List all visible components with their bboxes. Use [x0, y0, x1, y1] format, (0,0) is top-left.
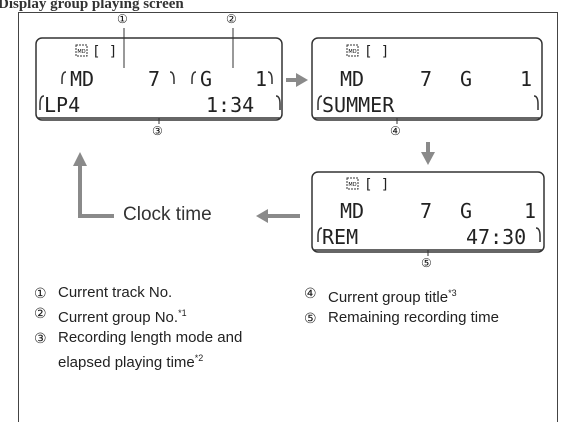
display-diagram: MD [ ] MD 7 G 1 LP4 1:34 MD [ ] MD 7 G 1	[35, 28, 545, 256]
figure-frame	[18, 12, 558, 422]
lcd3-group-number: 1	[524, 199, 536, 223]
lcd1-group-number: 1	[255, 67, 267, 91]
lcd3-rem-label: REM	[322, 225, 358, 249]
lcd3-remaining-time: 47:30	[466, 225, 526, 249]
legend-item: ① Current track No.	[34, 284, 173, 301]
footnote-mark: *3	[448, 288, 457, 298]
footnote-mark: *1	[178, 308, 187, 318]
clock-time-label: Clock time	[123, 204, 212, 225]
lcd-display-3: MD [ ] MD 7 G 1 REM 47:30	[311, 171, 545, 256]
lcd2-track-number: 7	[420, 67, 432, 91]
arrow-down-icon	[421, 142, 435, 165]
return-arrow-icon	[73, 152, 114, 218]
svg-text:MD: MD	[348, 182, 356, 188]
bracket-icon: [ ]	[92, 44, 117, 60]
legend-item: ⑤ Remaining recording time	[304, 309, 499, 326]
lcd1-elapsed-time: 1:34	[206, 93, 254, 117]
callout-5: ⑤	[421, 256, 432, 270]
arrow-left-icon	[256, 209, 300, 223]
lcd2-group-number: 1	[520, 67, 532, 91]
arrow-right-icon	[286, 73, 308, 87]
bracket-icon: [ ]	[364, 177, 389, 193]
lcd2-group-title: SUMMER	[322, 93, 395, 117]
legend-left: ① Current track No. ② Current group No.*…	[34, 283, 289, 373]
callout-4: ④	[390, 124, 401, 138]
md-icon: MD	[75, 44, 88, 57]
legend-item: ④ Current group title*3	[304, 285, 457, 306]
md-icon: MD	[346, 177, 359, 190]
header-fragment: Display group playing screen	[0, 0, 184, 12]
svg-text:MD: MD	[348, 49, 356, 55]
lcd3-track-number: 7	[420, 199, 432, 223]
callout-3: ③	[152, 124, 163, 138]
lcd3-md: MD	[340, 199, 364, 223]
lcd3-g: G	[460, 199, 472, 223]
bracket-icon: [ ]	[364, 44, 389, 60]
legend-right: ④ Current group title*3 ⑤ Remaining reco…	[304, 283, 554, 328]
callout-1: ①	[117, 12, 128, 26]
footnote-mark: *2	[194, 353, 204, 363]
lcd1-md: MD	[70, 67, 94, 91]
svg-text:MD: MD	[77, 49, 85, 55]
lcd1-track-number: 7	[148, 67, 160, 91]
lcd2-g: G	[460, 67, 472, 91]
legend-item: ③ Recording length mode and elapsed play…	[34, 329, 243, 371]
lcd-display-1: MD [ ] MD 7 G 1 LP4 1:34	[35, 28, 283, 124]
legend-item: ② Current group No.*1	[34, 305, 187, 326]
lcd1-g: G	[200, 67, 212, 91]
lcd-display-2: MD [ ] MD 7 G 1 SUMMER	[311, 37, 543, 124]
lcd2-md: MD	[340, 67, 364, 91]
callout-2: ②	[226, 12, 237, 26]
md-icon: MD	[346, 44, 359, 57]
lcd1-rec-mode: LP4	[44, 93, 80, 117]
